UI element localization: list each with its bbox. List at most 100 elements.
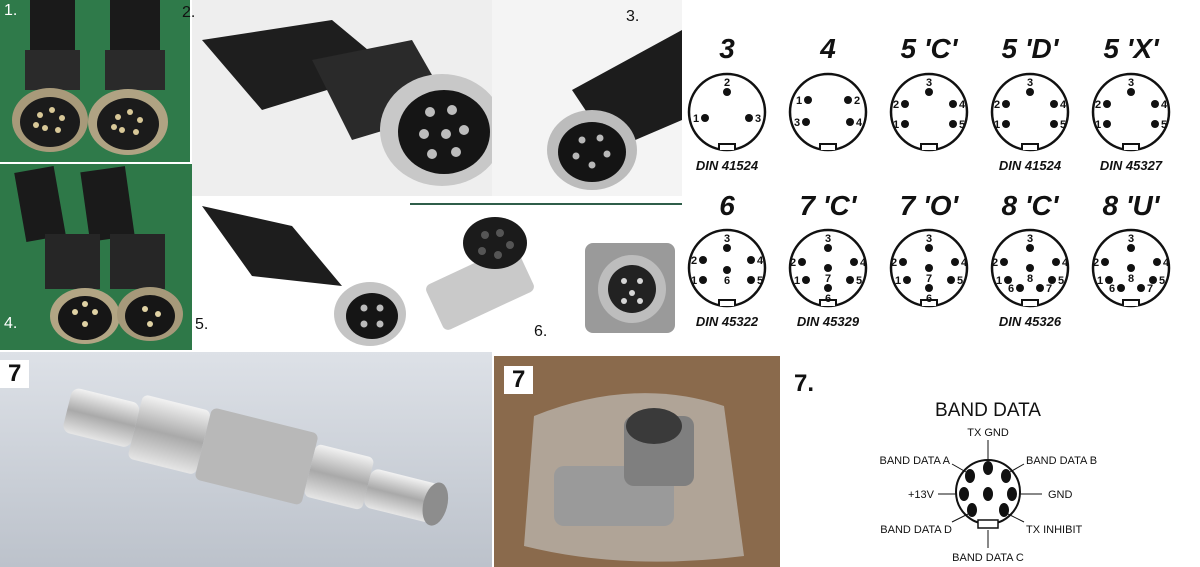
din-pin-label: 5 <box>757 275 763 287</box>
pin-tx-gnd <box>983 461 993 475</box>
din-pin-label: 3 <box>1128 233 1134 245</box>
din-pin-label: 1 <box>994 119 1000 131</box>
photo-5-label: 5. <box>195 316 209 333</box>
din-pin <box>723 266 731 274</box>
din-title: 8 'U' <box>1103 190 1161 221</box>
din-title: 4 <box>819 33 836 64</box>
din-title: 7 'C' <box>800 190 858 221</box>
din-pin <box>1000 258 1008 266</box>
din-pin-label: 4 <box>1161 99 1168 111</box>
din-pin-label: 2 <box>992 257 998 269</box>
din-pin-label: 4 <box>856 117 863 129</box>
din-pin-label: 2 <box>891 257 897 269</box>
pin-band-data-d <box>967 503 977 517</box>
din-title: 8 'C' <box>1002 190 1060 221</box>
din-pin <box>747 256 755 264</box>
din-key-notch <box>920 299 938 306</box>
din-pin-label: 7 <box>1046 283 1052 295</box>
din-pin <box>1151 100 1159 108</box>
photo-6-label: 6. <box>534 323 548 340</box>
photo-4-image <box>0 164 192 350</box>
label-band-data-c: BAND DATA C <box>952 552 1024 564</box>
din-pin <box>949 100 957 108</box>
din-pin <box>723 88 731 96</box>
din-pin-label: 2 <box>1095 99 1101 111</box>
din-pin <box>951 258 959 266</box>
din-pin-label: 4 <box>1163 257 1170 269</box>
din-pin-label: 2 <box>893 99 899 111</box>
din-title: 5 'C' <box>901 33 959 64</box>
din-pin-label: 5 <box>959 119 965 131</box>
din-pin <box>1026 88 1034 96</box>
din-pin-label: 2 <box>790 257 796 269</box>
band-data-leaders <box>938 440 1042 548</box>
din-title: 5 'D' <box>1002 33 1060 64</box>
din-pin-label: 5 <box>1161 119 1167 131</box>
din-pin <box>745 114 753 122</box>
din-standard: DIN 45327 <box>1100 158 1163 173</box>
photo-connector-2: 2. <box>182 0 504 196</box>
pin-band-data-a <box>965 469 975 483</box>
din-pin <box>1002 100 1010 108</box>
din-pin <box>1101 258 1109 266</box>
din-pin <box>824 244 832 252</box>
din-standard: DIN 41524 <box>999 158 1062 173</box>
din-pin <box>1050 100 1058 108</box>
din-pin <box>1050 120 1058 128</box>
din-pin <box>1117 284 1125 292</box>
din-pin <box>804 96 812 104</box>
din-pin <box>802 276 810 284</box>
din-pin-label: 5 <box>1060 119 1066 131</box>
din-pin-label: 2 <box>724 77 730 89</box>
photo-connector-4: 4. <box>0 164 192 350</box>
din-title: 6 <box>719 190 735 221</box>
din-pin-label: 3 <box>926 233 932 245</box>
din-pin <box>824 264 832 272</box>
din-pin-label: 5 <box>957 275 963 287</box>
din-key-notch <box>718 299 736 306</box>
din-title: 5 'X' <box>1103 33 1160 64</box>
din-key-notch <box>819 143 837 150</box>
din-pin <box>1127 264 1135 272</box>
din-pin-label: 6 <box>825 293 831 305</box>
din-pin <box>850 258 858 266</box>
din-key-notch <box>1122 299 1140 306</box>
photo-7b-label: 7 <box>504 366 534 394</box>
din-pin <box>824 284 832 292</box>
din-pin-label: 5 <box>1159 275 1165 287</box>
photo-6-image <box>410 203 682 350</box>
din-pin-label: 3 <box>1128 77 1134 89</box>
din-outline <box>788 72 868 152</box>
label-tx-inhibit: TX INHIBIT <box>1026 524 1083 536</box>
din-pin <box>947 276 955 284</box>
pin-plus13v <box>959 487 969 501</box>
din-pin <box>846 276 854 284</box>
photo-1-label: 1. <box>4 2 18 19</box>
din-pin-label: 3 <box>724 233 730 245</box>
din-pin <box>1036 284 1044 292</box>
din-pin-label: 2 <box>994 99 1000 111</box>
photo-connector-7a: 7 <box>0 352 492 567</box>
photo-3-label: 3. <box>626 8 640 25</box>
din-pin-label: 3 <box>926 77 932 89</box>
din-pin-label: 6 <box>1109 283 1115 295</box>
din-key-notch <box>819 299 837 306</box>
din-pin <box>1127 88 1135 96</box>
band-data-diagram: 7. BAND DATA TX GND BA <box>780 352 1200 567</box>
din-pin <box>699 276 707 284</box>
din-standard: DIN 45326 <box>999 314 1062 329</box>
din-pin <box>925 284 933 292</box>
din-pin <box>846 118 854 126</box>
din-pin <box>1103 120 1111 128</box>
din-pin-label: 6 <box>926 293 932 305</box>
din-pin-label: 1 <box>1097 275 1103 287</box>
pin-band-data-b <box>1001 469 1011 483</box>
label-plus13v: +13V <box>908 489 935 501</box>
din-pin-label: 2 <box>854 95 860 107</box>
din-pin-label: 6 <box>1008 283 1014 295</box>
din-pin <box>1026 244 1034 252</box>
